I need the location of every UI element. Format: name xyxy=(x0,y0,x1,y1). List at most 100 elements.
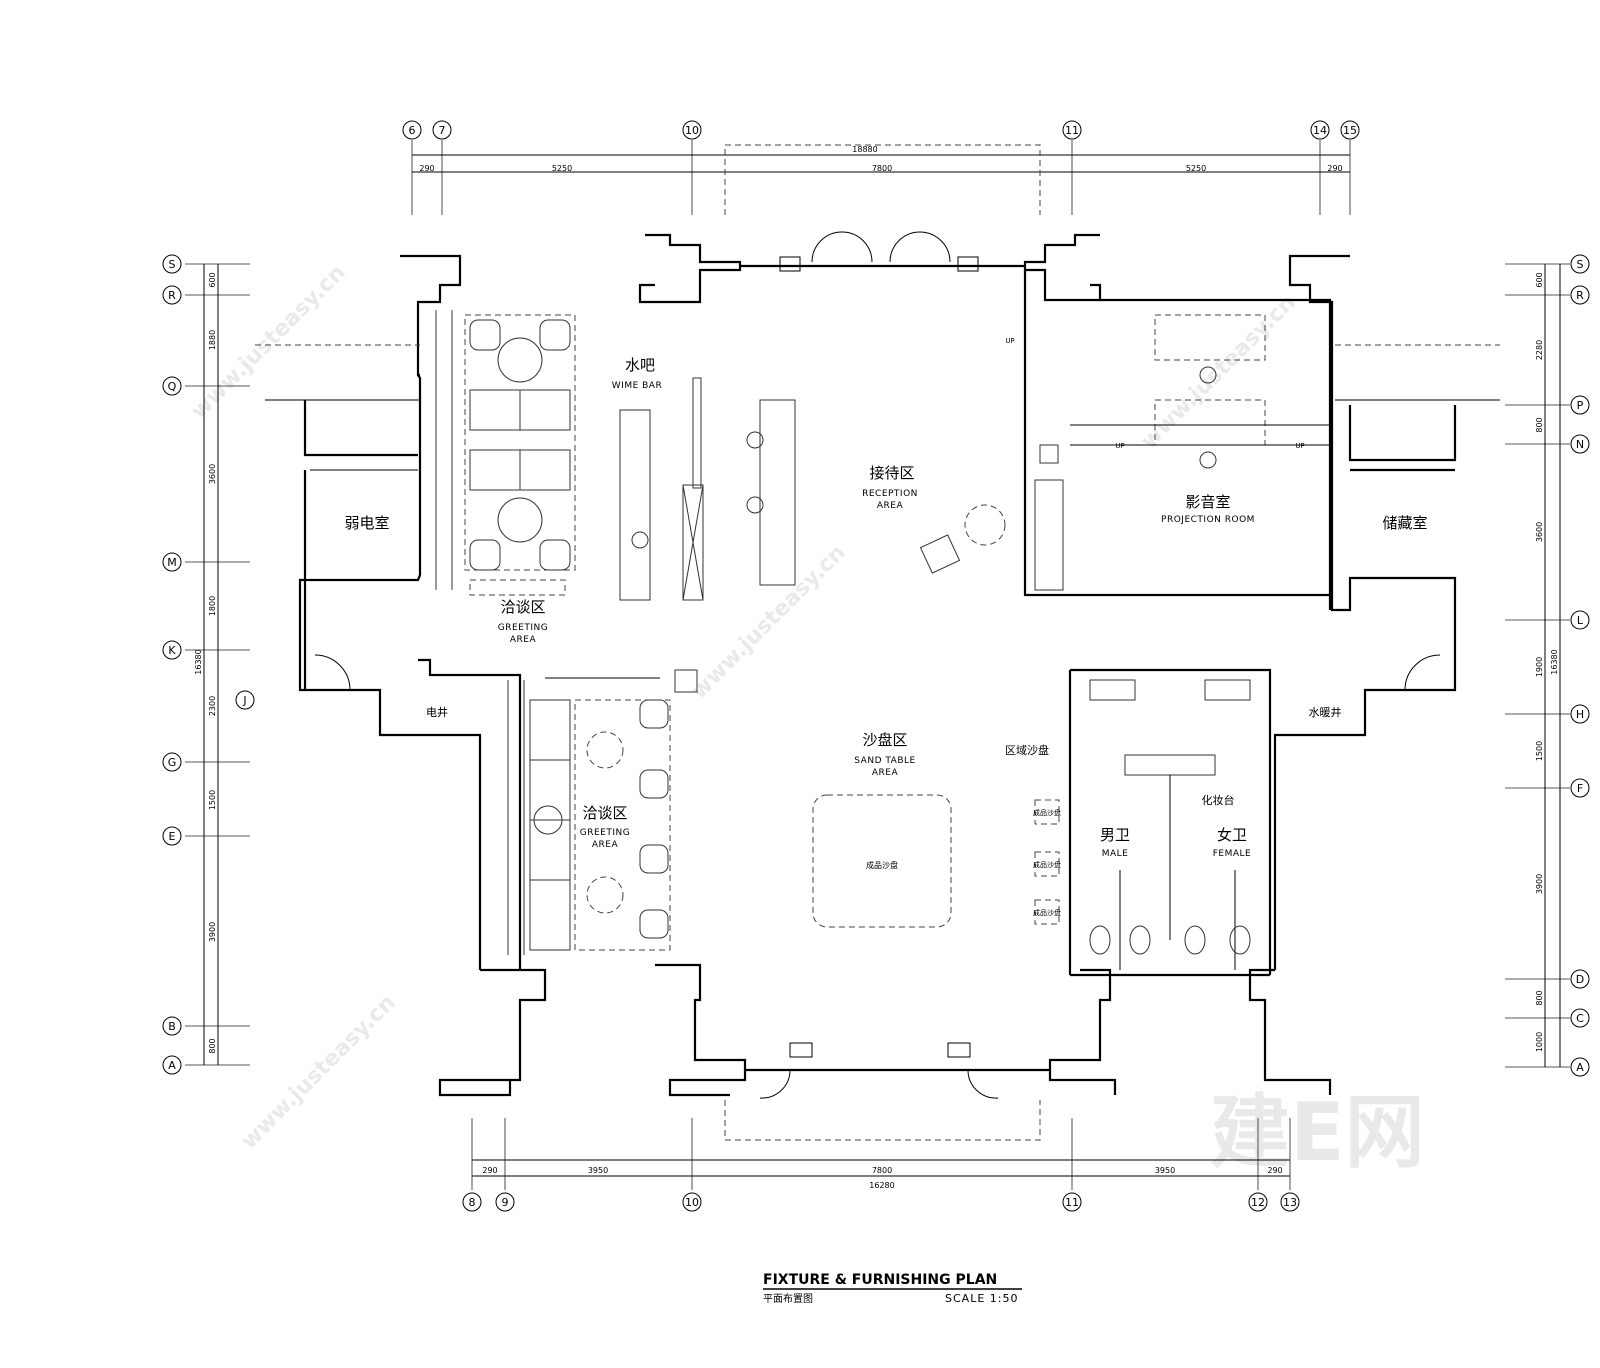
label-greeting-bottom-en2: AREA xyxy=(592,840,619,850)
doors xyxy=(314,231,1441,1099)
grid-label: N xyxy=(1576,438,1584,451)
dim-top-part: 7800 xyxy=(872,164,892,173)
grid-bubbles-left: S R Q M K J G E B A xyxy=(162,254,255,1075)
dim-right-part: 3900 xyxy=(1535,874,1544,894)
grid-label: B xyxy=(168,1020,176,1033)
grid-label: 10 xyxy=(685,124,699,137)
dim-right-part: 3600 xyxy=(1535,522,1544,542)
building-walls xyxy=(265,233,1500,1097)
label-up-arrow: UP xyxy=(1115,442,1124,450)
grid-bubbles-top: 6 7 10 11 14 15 xyxy=(402,120,1360,140)
dim-right-part: 1000 xyxy=(1535,1032,1544,1052)
label-unit-sand-table: 成品沙盘 xyxy=(1033,908,1061,917)
label-unit-sand-table: 成品沙盘 xyxy=(1033,808,1061,817)
drawing-title-cn: 平面布置图 xyxy=(763,1293,813,1305)
grid-label: A xyxy=(168,1059,176,1072)
grid-label: D xyxy=(1576,973,1584,986)
label-finished-sand-table: 成品沙盘 xyxy=(866,860,898,870)
grid-label: 11 xyxy=(1065,124,1079,137)
grid-axes xyxy=(185,140,1570,1190)
grid-label: S xyxy=(169,258,176,271)
dim-left-part: 1500 xyxy=(208,790,217,810)
label-greeting-bottom: 洽谈区 xyxy=(582,804,627,822)
grid-label: 8 xyxy=(469,1196,476,1209)
greeting-bottom-furniture xyxy=(507,669,698,955)
label-greeting-top-en2: AREA xyxy=(510,635,537,645)
dim-left-total: 16380 xyxy=(194,649,203,674)
dim-left-part: 1800 xyxy=(208,596,217,616)
grid-label: Q xyxy=(168,380,177,393)
dim-top-part: 290 xyxy=(1327,164,1342,173)
dim-top-part: 5250 xyxy=(1186,164,1206,173)
label-male-restroom: 男卫 xyxy=(1100,826,1130,844)
dim-right-part: 800 xyxy=(1535,417,1544,432)
dim-left-part: 3900 xyxy=(208,922,217,942)
label-reception-en: RECEPTION xyxy=(862,489,918,499)
dim-left-part: 1880 xyxy=(208,330,217,350)
dim-bottom-part: 290 xyxy=(1267,1166,1282,1175)
label-sand-table-en: SAND TABLE xyxy=(854,756,915,766)
dim-top-total: 18880 xyxy=(852,145,877,154)
grid-label: S xyxy=(1577,258,1584,271)
dim-right-part: 800 xyxy=(1535,990,1544,1005)
label-water-bar-en: WIME BAR xyxy=(612,381,662,391)
grid-label: K xyxy=(168,644,176,657)
watermark-layer: 建E网 www.justeasy.cn www.justeasy.cn www.… xyxy=(187,260,1425,1179)
dim-right-part: 2280 xyxy=(1535,340,1544,360)
restroom-furniture xyxy=(1034,679,1251,970)
label-greeting-bottom-en: GREETING xyxy=(580,828,630,838)
sand-table xyxy=(812,794,952,928)
grid-label: R xyxy=(1576,289,1584,302)
grid-label: 10 xyxy=(685,1196,699,1209)
grid-label: J xyxy=(242,694,246,707)
title-block: FIXTURE & FURNISHING PLAN 平面布置图 SCALE 1:… xyxy=(763,1272,1022,1305)
label-female-restroom-en: FEMALE xyxy=(1213,849,1252,859)
grid-label: 9 xyxy=(502,1196,509,1209)
room-labels: 水吧 WIME BAR 接待区 RECEPTION AREA 洽谈区 GREET… xyxy=(344,337,1427,917)
label-sand-table: 沙盘区 xyxy=(862,731,907,749)
projection-furniture xyxy=(1034,314,1330,591)
label-male-restroom-en: MALE xyxy=(1102,849,1129,859)
watermark-site: www.justeasy.cn xyxy=(237,990,401,1154)
drawing-title: FIXTURE & FURNISHING PLAN xyxy=(763,1272,997,1288)
dim-bottom-part: 7800 xyxy=(872,1166,892,1175)
grid-label: P xyxy=(1577,399,1584,412)
label-greeting-top-en: GREETING xyxy=(498,623,548,633)
grid-label: C xyxy=(1576,1012,1584,1025)
label-unit-sand-table: 成品沙盘 xyxy=(1033,860,1061,869)
label-projection-room: 影音室 xyxy=(1185,493,1230,511)
grid-label: 12 xyxy=(1251,1196,1265,1209)
dim-right-part: 1500 xyxy=(1535,741,1544,761)
dim-right-part: 1900 xyxy=(1535,657,1544,677)
dim-left-part: 2300 xyxy=(208,696,217,716)
label-reception-en2: AREA xyxy=(877,501,904,511)
label-electric-shaft: 电井 xyxy=(426,705,448,719)
watermark-logo: 建E网 xyxy=(1210,1086,1425,1179)
grid-label: 7 xyxy=(439,124,446,137)
dim-left-part: 3600 xyxy=(208,464,217,484)
grid-label: L xyxy=(1577,614,1584,627)
label-up-arrow: UP xyxy=(1295,442,1304,450)
label-storage-room: 储藏室 xyxy=(1382,514,1427,532)
grid-label: H xyxy=(1576,708,1584,721)
grid-label: M xyxy=(167,556,177,569)
dim-top-part: 5250 xyxy=(552,164,572,173)
reception-furniture xyxy=(919,504,1006,574)
label-weak-current-room: 弱电室 xyxy=(344,514,389,532)
dim-bottom-total: 16280 xyxy=(869,1181,894,1190)
dim-left-part: 600 xyxy=(208,272,217,287)
dim-left-part: 800 xyxy=(208,1038,217,1053)
grid-label: 11 xyxy=(1065,1196,1079,1209)
grid-label: E xyxy=(169,830,176,843)
dim-right-total: 16380 xyxy=(1550,649,1559,674)
dimension-lines xyxy=(203,154,1561,1177)
label-sand-table-en2: AREA xyxy=(872,768,899,778)
grid-label: 13 xyxy=(1283,1196,1297,1209)
grid-label: F xyxy=(1577,782,1583,795)
grid-label: A xyxy=(1576,1061,1584,1074)
label-female-restroom: 女卫 xyxy=(1217,826,1247,844)
label-up-arrow: UP xyxy=(1005,337,1014,345)
label-projection-room-en: PROJECTION ROOM xyxy=(1161,515,1255,525)
grid-label: 14 xyxy=(1313,124,1327,137)
